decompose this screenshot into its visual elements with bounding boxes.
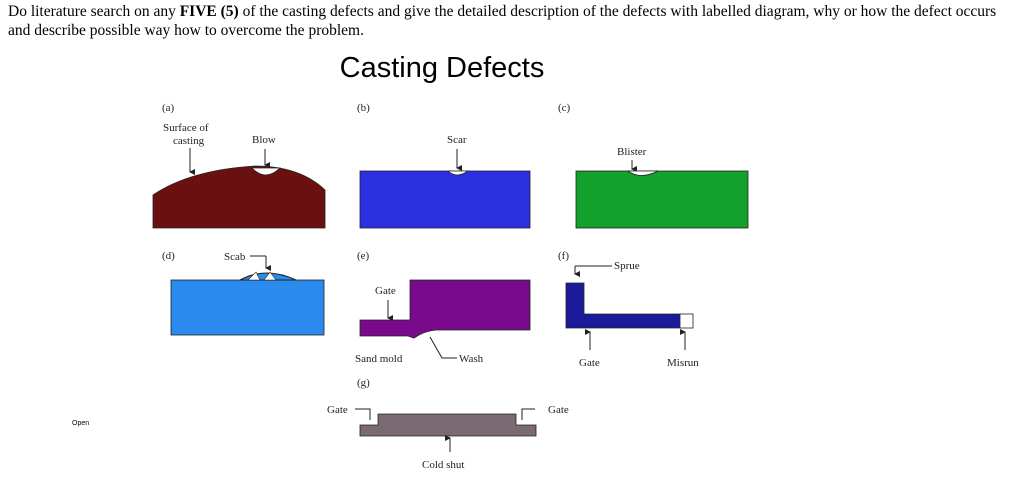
- panel-f-tag: (f): [558, 250, 569, 262]
- panel-a-blow: (a) Surface of casting Blow: [152, 102, 326, 229]
- panel-c-tag: (c): [558, 102, 571, 114]
- panel-e-wash-leader: [429, 336, 457, 359]
- question-before: Do literature search on any: [8, 3, 180, 20]
- panel-c-blister: (c) Blister: [558, 102, 749, 229]
- panel-c-casting-shape: [575, 170, 749, 229]
- panel-b-scar-cavity: [446, 170, 470, 176]
- panel-f-sprue-label: Sprue: [614, 260, 640, 272]
- panel-c-defect-label: Blister: [617, 146, 647, 158]
- panel-f-gate-label: Gate: [579, 357, 600, 369]
- figure-title: Casting Defects: [339, 52, 545, 84]
- open-label: Open: [72, 420, 90, 427]
- panel-g-defect-label: Cold shut: [422, 459, 464, 471]
- panel-e-tag: (e): [357, 250, 370, 262]
- panel-g-tag: (g): [357, 377, 370, 389]
- panel-b-casting-shape: [359, 170, 531, 229]
- question-text: Do literature search on any FIVE (5) of …: [8, 2, 1008, 40]
- panel-g-gate-right-leader: [521, 408, 535, 420]
- panel-g-gate-left-label: Gate: [327, 404, 348, 416]
- panel-d-defect-label: Scab: [224, 251, 246, 263]
- panel-b-scar: (b) Scar: [357, 102, 531, 229]
- panel-f-defect-label: Misrun: [667, 357, 699, 369]
- panel-a-surface-label-1: Surface of: [163, 122, 209, 134]
- panel-e-wash: (e) Gate Sand mold Wash: [355, 250, 531, 365]
- panel-f-misrun: (f) Sprue Gate Misrun: [558, 250, 699, 369]
- panel-f-casting-shape: [565, 282, 681, 329]
- panel-c-blister-cavity: [626, 170, 659, 176]
- panel-b-defect-label: Scar: [447, 134, 467, 146]
- panel-e-defect-label: Wash: [459, 353, 484, 365]
- panel-b-tag: (b): [357, 102, 370, 114]
- panel-a-defect-label: Blow: [252, 134, 276, 146]
- panel-g-gate-left-leader: [355, 408, 371, 420]
- panel-g-cold-shut: (g) Gate Gate Cold shut: [327, 377, 569, 471]
- panel-d-scab-voids: [247, 271, 277, 281]
- panel-e-mold-label: Sand mold: [355, 353, 403, 365]
- panel-f-unfilled-end: [679, 313, 694, 329]
- panel-a-casting-shape: [152, 165, 326, 229]
- panel-g-gate-right-label: Gate: [548, 404, 569, 416]
- panel-g-casting-shape: [359, 413, 537, 437]
- panel-d-scab: (d) Scab: [162, 250, 325, 336]
- panel-d-tag: (d): [162, 250, 175, 262]
- panel-e-gate-label: Gate: [375, 285, 396, 297]
- panel-a-blow-cavity: [251, 167, 282, 176]
- question-emphasis: FIVE (5): [179, 3, 239, 20]
- panel-e-casting-shape: [359, 279, 531, 339]
- panel-a-tag: (a): [162, 102, 175, 114]
- panel-a-surface-label-2: casting: [173, 135, 205, 147]
- panel-d-casting-shape: [170, 279, 325, 336]
- question-after: of the casting defects and give the deta…: [8, 3, 997, 39]
